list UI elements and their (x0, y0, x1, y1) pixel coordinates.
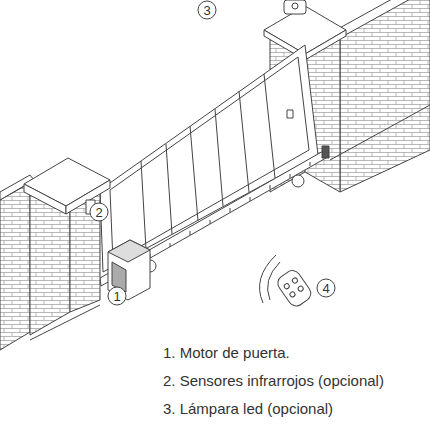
legend-line: 1. Motor de puerta. (163, 344, 290, 362)
legend-line: 2. Sensores infrarrojos (opcional) (163, 372, 384, 390)
legend-line: 3. Lámpara led (opcional) (163, 400, 333, 418)
callout-number: 3 (199, 4, 215, 17)
callout-number: 1 (109, 290, 125, 303)
callout-number: 2 (91, 206, 107, 219)
callout-number: 4 (318, 282, 334, 295)
